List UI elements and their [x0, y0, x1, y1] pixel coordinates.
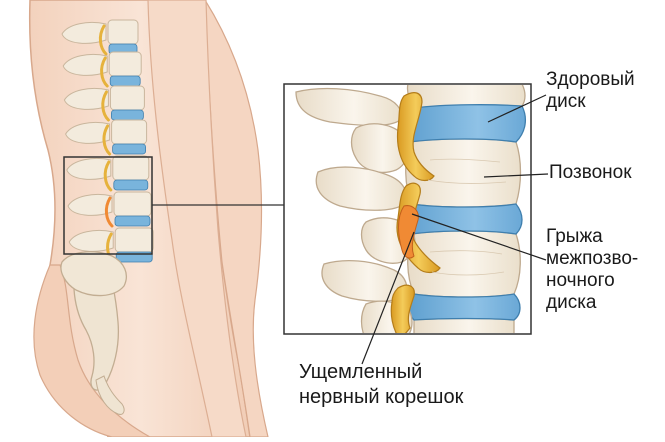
label-herniation-line-1: Грыжа — [546, 226, 638, 248]
label-vertebra-line-1: Позвонок — [549, 162, 632, 184]
label-herniation-line-4: диска — [546, 292, 638, 314]
label-healthy-disc-line-2: диск — [546, 91, 635, 113]
label-healthy-disc-line-1: Здоровый — [546, 69, 635, 91]
small-vertebra — [113, 156, 149, 180]
small-vertebra — [108, 20, 138, 44]
label-healthy-disc: Здоровый диск — [546, 69, 635, 113]
label-pinched-root-line-2: нервный корешок — [299, 385, 463, 410]
disc-lower — [408, 294, 520, 320]
vertebra-body-bottom — [414, 319, 514, 341]
small-disc — [114, 180, 148, 190]
small-vertebra — [112, 120, 147, 144]
label-pinched-root-line-1: Ущемленный — [299, 360, 463, 385]
label-herniation-line-2: межпозво- — [546, 248, 638, 270]
small-vertebra — [115, 228, 153, 252]
small-disc — [110, 76, 140, 86]
small-vertebra — [110, 86, 144, 110]
label-herniation-line-3: ночного — [546, 270, 638, 292]
small-vertebra — [109, 52, 141, 76]
label-pinched-nerve-root: Ущемленный нервный корешок — [299, 360, 463, 410]
healthy-disc-upper — [407, 105, 526, 142]
small-disc — [115, 216, 150, 226]
label-vertebra: Позвонок — [549, 162, 632, 184]
zoom-panel — [284, 84, 531, 340]
small-disc — [111, 110, 143, 120]
small-vertebra — [114, 192, 151, 216]
label-herniation: Грыжа межпозво- ночного диска — [546, 226, 638, 314]
herniated-disc — [404, 204, 522, 234]
small-disc — [113, 144, 146, 154]
